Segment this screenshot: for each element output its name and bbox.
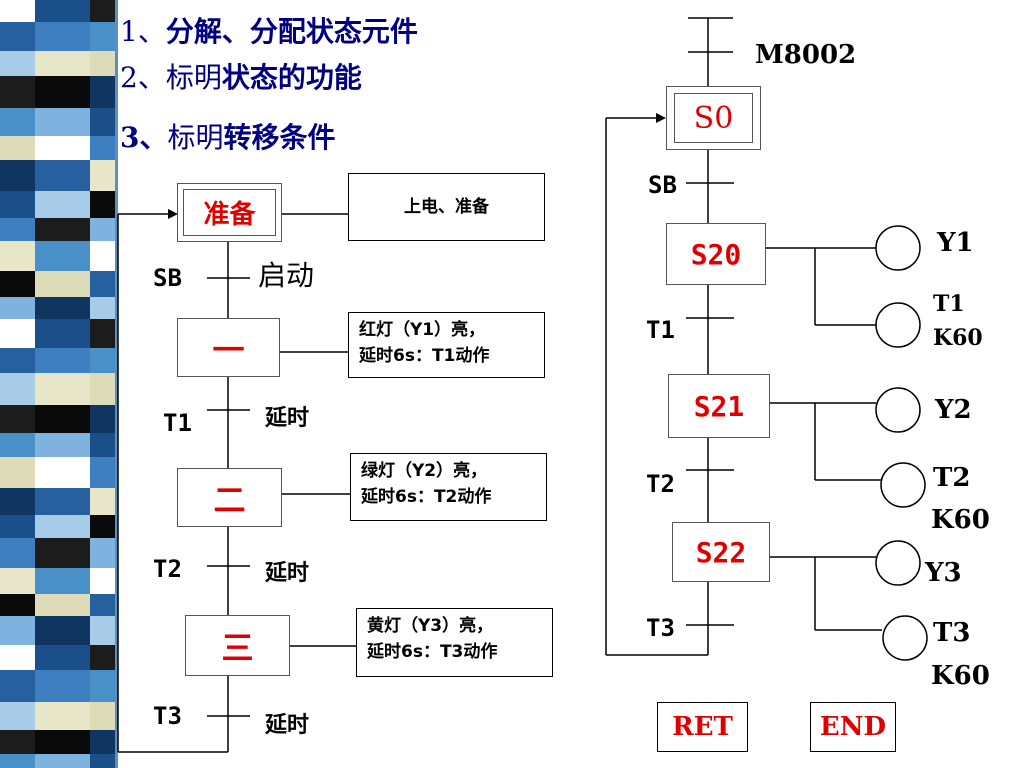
step-two-label: 二	[213, 480, 246, 519]
step-s20-label: S20	[690, 237, 742, 271]
header-line-3-plain: 标明	[167, 121, 224, 154]
timer-coil-t1	[875, 302, 921, 348]
initial-condition-label: M8002	[755, 40, 857, 70]
header-line-1-number: 1、	[120, 15, 166, 48]
timer-coil-t3	[882, 615, 928, 661]
output-label: T2	[933, 463, 971, 493]
header-line-2-number: 2、	[120, 61, 166, 94]
arrow-head	[656, 113, 666, 123]
step-one: 一	[177, 318, 280, 377]
transition-note: 延时	[265, 561, 310, 586]
arrow-head	[168, 209, 178, 219]
output-coil-y3	[875, 540, 921, 586]
output-label: Y3	[925, 558, 962, 588]
step-one-label: 一	[212, 330, 245, 369]
output-label: T1	[933, 291, 965, 317]
header-line-3-bold: 转移条件	[223, 121, 336, 154]
step-two: 二	[177, 468, 282, 527]
step-s0: S0	[666, 86, 761, 150]
description-text: 黄灯（Y3）亮，	[367, 616, 494, 636]
description-text: 延时6s：T3动作	[367, 642, 498, 662]
transition-label: T1	[163, 409, 192, 437]
header-line-3-number: 3、	[120, 121, 168, 154]
description-box-step-three: 黄灯（Y3）亮， 延时6s：T3动作	[356, 608, 553, 677]
header-line-3: 3、标明转移条件	[120, 124, 336, 152]
output-label: Y2	[935, 395, 972, 425]
step-three: 三	[185, 615, 290, 676]
output-label: Y1	[937, 228, 974, 258]
transition-note: 延时	[265, 406, 310, 431]
header-line-2: 2、标明状态的功能	[120, 64, 362, 92]
header-line-1: 1、分解、分配状态元件	[120, 18, 418, 46]
step-prepare: 准备	[177, 183, 282, 242]
output-coil-y2	[875, 387, 921, 433]
output-label: K60	[931, 505, 990, 535]
transition-label: T3	[646, 614, 675, 642]
description-text: 延时6s：T2动作	[361, 487, 492, 507]
step-s0-label: S0	[674, 93, 753, 143]
output-label: K60	[931, 661, 990, 691]
transition-label: T2	[646, 470, 675, 498]
step-three-label: 三	[221, 628, 254, 667]
output-coil-y1	[875, 225, 921, 271]
timer-coil-t2	[880, 462, 926, 508]
description-box-prepare: 上电、准备	[348, 173, 545, 241]
description-box-step-two: 绿灯（Y2）亮， 延时6s：T2动作	[350, 453, 547, 521]
header-line-1-text: 分解、分配状态元件	[165, 15, 418, 48]
description-text: 绿灯（Y2）亮，	[361, 461, 488, 481]
description-text: 延时6s：T1动作	[359, 346, 490, 366]
header-line-2-plain: 标明	[165, 61, 222, 94]
transition-label: T3	[153, 702, 182, 730]
transition-label: SB	[648, 171, 677, 199]
step-s21: S21	[668, 374, 770, 438]
transition-label: T1	[646, 316, 675, 344]
output-label: T3	[933, 618, 971, 648]
end-instruction: END	[810, 702, 896, 752]
transition-note: 启动	[258, 259, 315, 292]
step-s21-label: S21	[693, 389, 745, 423]
description-text: 红灯（Y1）亮，	[359, 320, 486, 340]
step-s22: S22	[672, 522, 770, 582]
description-box-step-one: 红灯（Y1）亮， 延时6s：T1动作	[348, 312, 545, 378]
step-prepare-label: 准备	[183, 189, 276, 236]
ret-instruction: RET	[657, 702, 748, 752]
transition-label: T2	[153, 555, 182, 583]
transition-note: 延时	[265, 713, 310, 738]
decorative-stripe-bar	[0, 0, 118, 768]
step-s22-label: S22	[695, 535, 747, 569]
output-label: K60	[933, 325, 983, 351]
step-s20: S20	[666, 223, 766, 285]
header-line-2-bold: 状态的功能	[221, 61, 362, 94]
transition-label: SB	[153, 264, 182, 292]
description-text: 上电、准备	[404, 197, 489, 217]
